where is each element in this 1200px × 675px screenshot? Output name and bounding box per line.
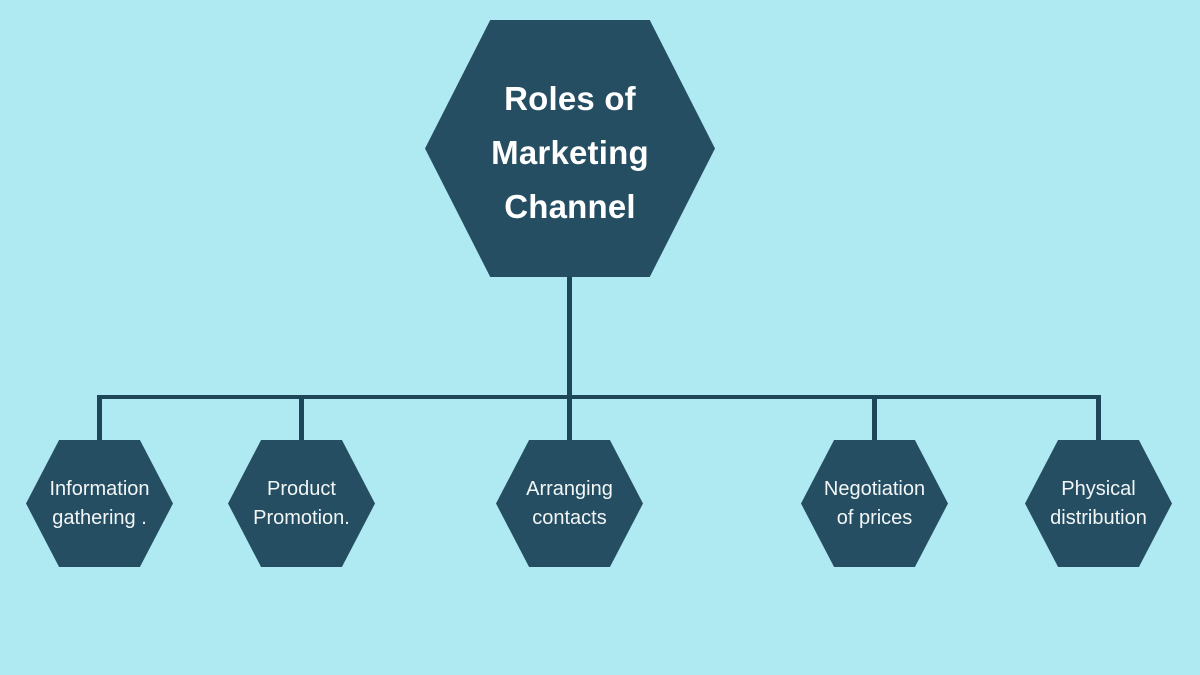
child-node-label: Arranging contacts xyxy=(526,477,613,529)
child-node-label: Negotiation of prices xyxy=(823,477,926,529)
connector-horizontal-bar xyxy=(97,395,1101,399)
connector-drop-information-gathering xyxy=(97,397,102,445)
child-node-label: Physical distribution xyxy=(1050,477,1147,529)
connector-drop-physical-distribution xyxy=(1096,397,1101,445)
connector-drop-negotiation-of-prices xyxy=(872,397,877,445)
child-node-physical-distribution: Physical distribution xyxy=(1025,440,1172,567)
child-node-arranging-contacts: Arranging contacts xyxy=(496,440,643,567)
child-node-label: Product Promotion. xyxy=(253,477,350,529)
child-node-label: Information gathering . xyxy=(49,477,150,529)
connector-trunk-vertical xyxy=(567,274,572,445)
root-node-roles-of-marketing-channel: Roles of Marketing Channel xyxy=(425,20,715,277)
child-node-product-promotion: Product Promotion. xyxy=(228,440,375,567)
child-node-negotiation-of-prices: Negotiation of prices xyxy=(801,440,948,567)
child-node-information-gathering: Information gathering . xyxy=(26,440,173,567)
connector-drop-product-promotion xyxy=(299,397,304,445)
root-node-label: Roles of Marketing Channel xyxy=(491,79,649,225)
